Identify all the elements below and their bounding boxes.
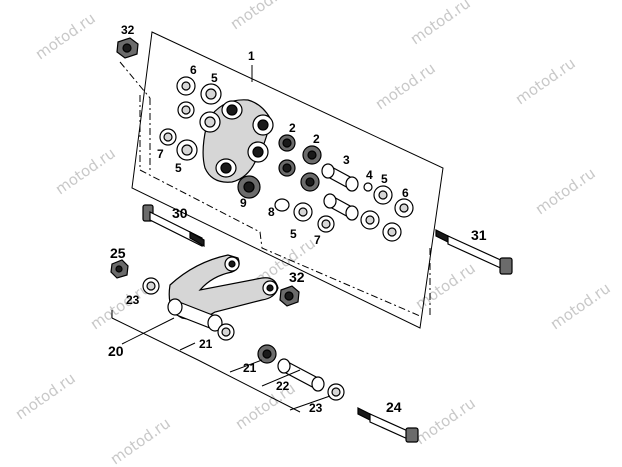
watermark-text: motod.ru	[52, 144, 119, 198]
callout-labels: 32 1 6 5 2 2 3 4 5 6 7 5 9 8 5 7 30 31 2…	[108, 23, 487, 415]
bolt-31	[435, 229, 513, 275]
washer-23-lower	[327, 383, 345, 401]
watermark-text: motod.ru	[412, 394, 479, 448]
watermark-text: motod.ru	[532, 164, 599, 218]
watermark-text: motod.ru	[372, 59, 439, 113]
bearing-9	[237, 175, 261, 199]
label-7-bottom: 7	[314, 233, 321, 247]
label-3: 3	[343, 153, 350, 167]
watermark-text: motod.ru	[547, 279, 614, 333]
label-30: 30	[172, 205, 188, 221]
label-5-right: 5	[381, 172, 388, 186]
label-24: 24	[386, 399, 402, 415]
label-22: 22	[276, 379, 290, 393]
washer-arm	[217, 323, 235, 341]
label-4: 4	[366, 168, 373, 182]
sleeve-22	[277, 358, 325, 392]
label-5-bottom: 5	[290, 227, 297, 241]
label-5-left: 5	[175, 161, 182, 175]
nut-25	[110, 259, 129, 279]
watermark-text: motod.ru	[227, 0, 294, 33]
label-8: 8	[268, 205, 275, 219]
watermark-text: motod.ru	[12, 369, 79, 423]
watermark-text: motod.ru	[407, 0, 474, 48]
kit-outline	[119, 31, 444, 329]
label-31: 31	[471, 227, 487, 243]
watermark-text: motod.ru	[512, 54, 579, 108]
label-6-left: 6	[190, 63, 197, 77]
watermark-text: motod.ru	[107, 414, 174, 467]
label-1: 1	[248, 49, 255, 63]
bearing-21	[257, 344, 277, 364]
seal-rings-right	[317, 185, 414, 242]
needle-bearings	[278, 134, 322, 192]
label-23-lower: 23	[309, 401, 323, 415]
label-21-left: 21	[199, 337, 213, 351]
sleeves	[321, 163, 359, 221]
small-parts	[274, 182, 373, 222]
leader-lines	[111, 310, 331, 413]
seal-rings-left	[159, 76, 222, 161]
washer-23-left	[142, 277, 160, 295]
label-6-right: 6	[402, 186, 409, 200]
label-5-top: 5	[211, 71, 218, 85]
watermark-text: motod.ru	[32, 9, 99, 63]
label-23-left: 23	[126, 293, 140, 307]
label-32-top: 32	[121, 23, 135, 37]
kit-boundary	[131, 31, 444, 329]
frame-arm-20	[167, 254, 279, 332]
label-7-left: 7	[157, 147, 164, 161]
bolt-30	[142, 204, 205, 248]
watermark-layer: motod.ru motod.ru motod.ru motod.ru moto…	[12, 0, 614, 467]
watermark-text: motod.ru	[412, 259, 479, 313]
label-20: 20	[108, 343, 124, 359]
label-32-lower: 32	[289, 269, 305, 285]
nut-32-top	[116, 37, 139, 59]
label-21-lower: 21	[243, 361, 257, 375]
kit-dash-line	[139, 95, 421, 317]
nut-32-lower	[279, 285, 300, 307]
label-25: 25	[110, 245, 126, 261]
bolt-24	[357, 407, 419, 443]
label-2-left: 2	[289, 121, 296, 135]
label-2-right: 2	[313, 132, 320, 146]
label-9: 9	[240, 196, 247, 210]
